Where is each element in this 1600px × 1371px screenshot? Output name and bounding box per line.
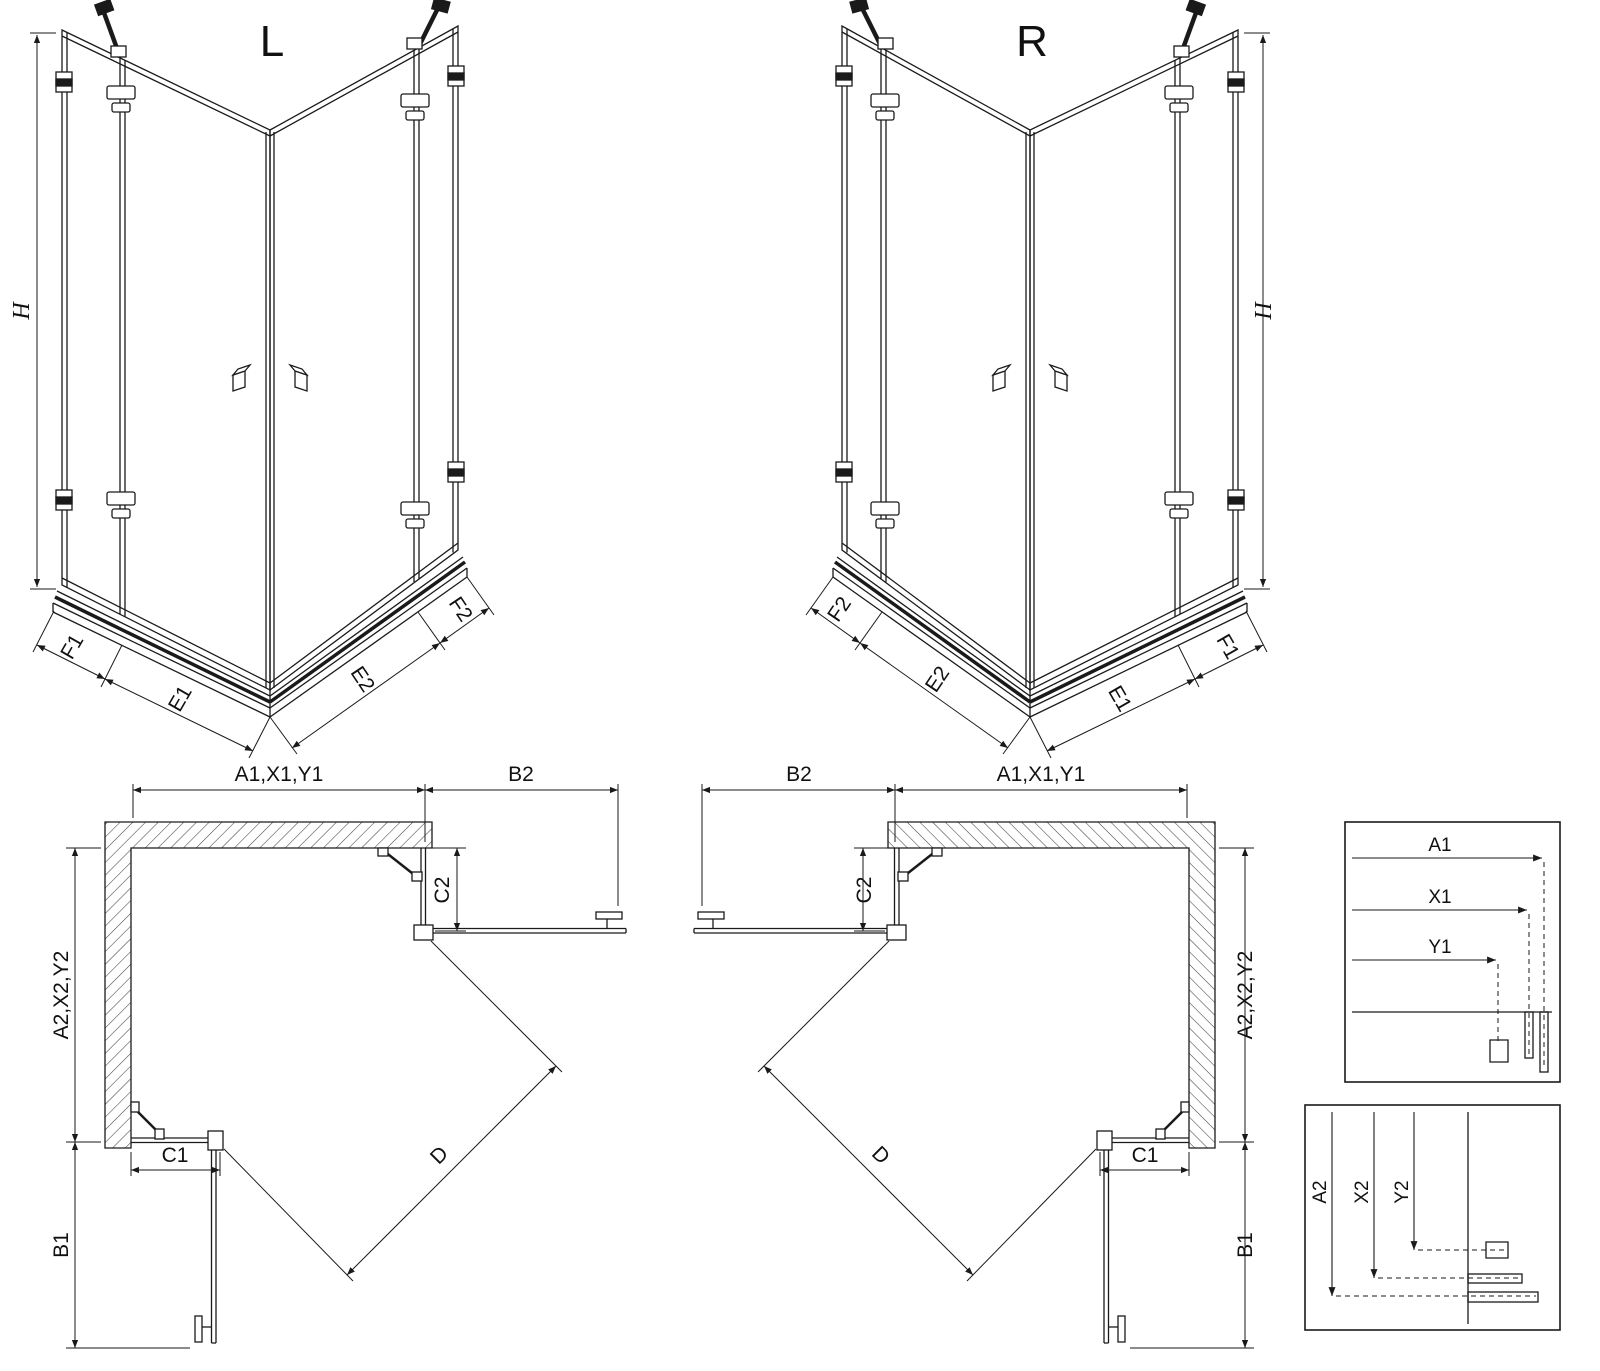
- detail-panel-bottom: A2 X2 Y2: [1304, 1104, 1561, 1331]
- dim-label-e2-right: E2: [921, 662, 954, 696]
- plan-view-left: A1,X1,Y1 B2 C2 A2,X2,Y2 C1 B1 D: [50, 763, 626, 1348]
- view-3d-right: R H F2 E2 E1 F1: [806, 0, 1277, 758]
- plan-dim-a2-right: A2,X2,Y2: [1234, 951, 1257, 1040]
- plan-linework-left: [66, 784, 626, 1348]
- detail-bottom-frame: [1304, 1104, 1561, 1331]
- plan-dim-c2-right: C2: [853, 877, 876, 904]
- dim-label-f2-right: F2: [823, 593, 856, 626]
- enclosure-3d-linework-right: [806, 0, 1270, 758]
- plan-linework-right: [694, 784, 1254, 1348]
- dim-label-h-right: H: [1251, 301, 1277, 321]
- enclosure-3d-linework-left: [30, 0, 494, 758]
- view-title-right: R: [1016, 17, 1048, 66]
- plan-dim-a2-left: A2,X2,Y2: [50, 951, 73, 1040]
- view-3d-left: L H F1 E1 E2 F2: [9, 0, 494, 758]
- plan-dim-d-left: D: [426, 1142, 453, 1169]
- plan-dim-d-right: D: [867, 1142, 894, 1169]
- plan-dim-c2-left: C2: [431, 877, 454, 904]
- dim-label-h-left: H: [9, 301, 35, 321]
- plan-dim-c1-left: C1: [162, 1144, 189, 1167]
- detail-label-x2: X2: [1352, 1180, 1373, 1203]
- detail-label-a2: A2: [1310, 1180, 1331, 1203]
- plan-view-right: B2 A1,X1,Y1 C2 A2,X2,Y2 C1 B1 D: [694, 763, 1257, 1348]
- plan-dim-b2-right: B2: [786, 763, 812, 786]
- dim-label-f2-left: F2: [444, 593, 477, 626]
- plan-dim-a1-right: A1,X1,Y1: [997, 763, 1086, 786]
- plan-dim-a1-left: A1,X1,Y1: [235, 763, 324, 786]
- detail-panel-top: A1 X1 Y1: [1344, 821, 1561, 1083]
- view-title-left: L: [260, 17, 284, 66]
- dim-label-e2-left: E2: [346, 662, 379, 696]
- detail-top-frame: [1344, 821, 1561, 1083]
- plan-dim-c1-right: C1: [1132, 1144, 1159, 1167]
- plan-dim-b1-left: B1: [50, 1232, 73, 1258]
- plan-dim-b1-right: B1: [1234, 1232, 1257, 1258]
- detail-label-a1: A1: [1428, 835, 1451, 856]
- dim-label-f1-left: F1: [56, 630, 88, 663]
- detail-label-y1: Y1: [1428, 937, 1451, 958]
- dim-label-f1-right: F1: [1212, 630, 1244, 663]
- plan-dim-b2-left: B2: [508, 763, 534, 786]
- detail-label-y2: Y2: [1392, 1180, 1413, 1203]
- detail-label-x1: X1: [1428, 887, 1451, 908]
